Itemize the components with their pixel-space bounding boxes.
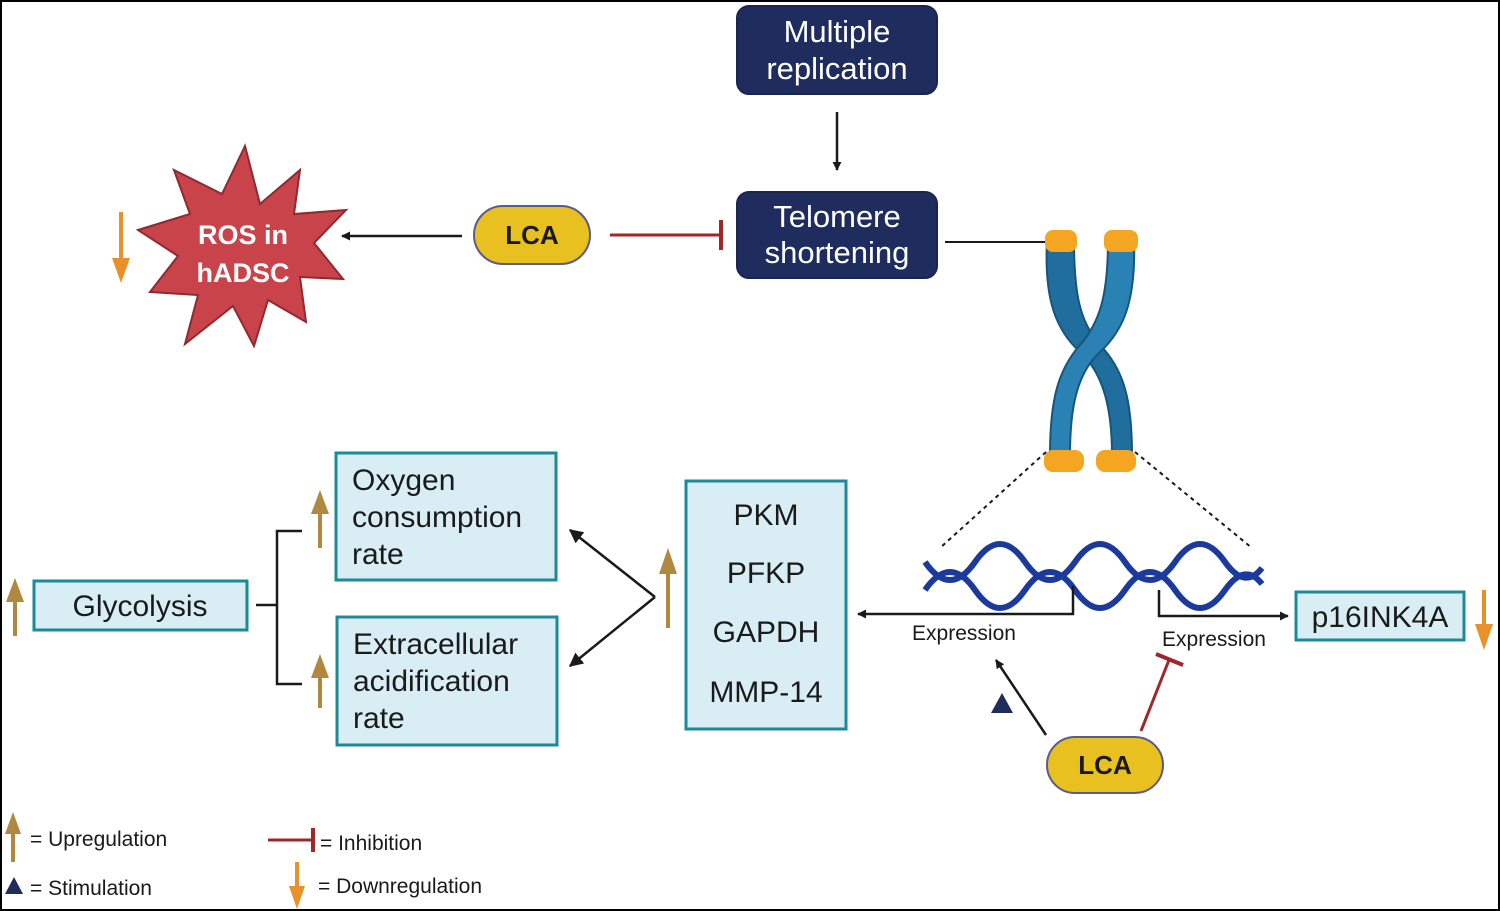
stimulation-triangle-icon (991, 693, 1013, 713)
oxygen-line-3: rate (352, 538, 404, 571)
oxygen-consumption-box: Oxygen consumption rate (334, 451, 558, 582)
extracellular-acidification-box: Extracellular acidification rate (335, 615, 559, 747)
oxygen-line-2: consumption (352, 501, 522, 534)
ecar-line-3: rate (353, 702, 405, 735)
telomere-shortening-line-2: shortening (765, 235, 910, 270)
expression-right-label: Expression (1162, 628, 1266, 651)
gene-gapdh: GAPDH (713, 616, 820, 649)
arrow-expression-to-genes (857, 586, 1075, 619)
p16ink4a-box: p16INK4A (1294, 590, 1466, 642)
gene-pfkp: PFKP (727, 557, 805, 590)
multiple-replication-box: Multiple replication (736, 5, 938, 95)
gene-pkm: PKM (733, 499, 798, 532)
genes-box: PKM PFKP GAPDH MMP-14 (684, 479, 848, 731)
multiple-replication-line-1: Multiple (784, 14, 891, 49)
legend-stimulation-icon (5, 877, 23, 894)
lca-bottom-pill: LCA (1046, 736, 1164, 794)
multiple-replication-line-2: replication (766, 51, 907, 86)
ecar-line-2: acidification (353, 665, 510, 698)
legend: = Upregulation = Stimulation = Inhibitio… (5, 812, 482, 909)
p16ink4a-label: p16INK4A (1312, 601, 1449, 634)
glycolysis-upregulation-arrow (6, 578, 24, 636)
lca-top-label: LCA (505, 220, 559, 250)
inhibition-lca-to-expression (1139, 652, 1184, 732)
lca-top-pill: LCA (473, 205, 591, 265)
gene-mmp-14: MMP-14 (709, 676, 822, 709)
legend-stimulation-label: = Stimulation (30, 877, 152, 900)
oxygen-line-1: Oxygen (352, 464, 455, 497)
p16-downregulation-arrow (1475, 590, 1493, 650)
ecar-upregulation-arrow (311, 654, 329, 708)
telomere-shortening-line-1: Telomere (773, 199, 901, 234)
lca-bottom-label: LCA (1078, 750, 1132, 780)
arrow-expression-to-p16 (1157, 590, 1289, 621)
telomere-shortening-box: Telomere shortening (736, 191, 938, 279)
glycolysis-label: Glycolysis (72, 590, 207, 623)
dotted-line-right (1134, 451, 1253, 549)
genes-upregulation-arrow (659, 548, 677, 628)
ocr-upregulation-arrow (311, 490, 329, 548)
ros-starburst: ROS in hADSC (135, 143, 349, 349)
arrow-lca-stimulates-expression (994, 659, 1048, 736)
inhibition-lca-to-telomere (610, 220, 723, 250)
legend-downregulation-icon (289, 862, 305, 909)
legend-upregulation-icon (5, 812, 21, 862)
expression-left-label: Expression (912, 622, 1016, 645)
ros-downregulation-arrow (112, 212, 130, 283)
legend-inhibition-icon (268, 828, 315, 852)
bracket-connector (275, 529, 302, 686)
arrow-genes-to-ocr (568, 529, 656, 598)
legend-inhibition-label: = Inhibition (320, 832, 422, 855)
glycolysis-box: Glycolysis (32, 579, 249, 632)
arrow-genes-to-ecar (568, 596, 656, 667)
ros-line-2: hADSC (197, 258, 290, 288)
legend-downregulation-label: = Downregulation (318, 875, 482, 898)
legend-upregulation-label: = Upregulation (30, 828, 167, 851)
chromosome-icon (1044, 230, 1138, 472)
ros-line-1: ROS in (198, 220, 288, 250)
dna-helix-icon (922, 541, 1265, 611)
ecar-line-1: Extracellular (353, 628, 518, 661)
